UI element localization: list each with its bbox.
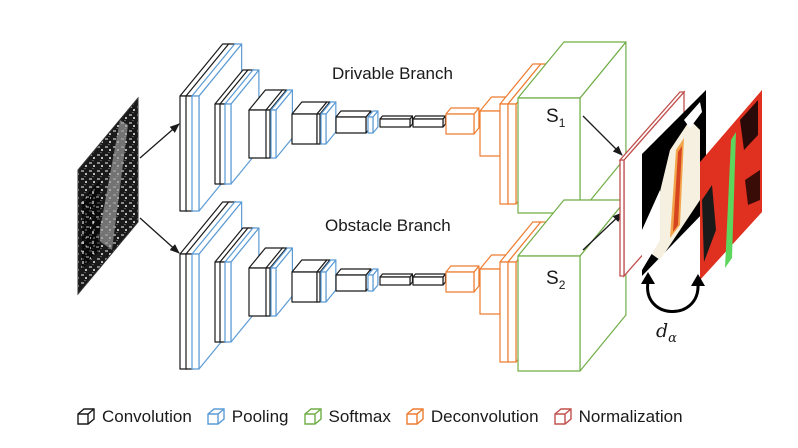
obstacle-branch-label: Obstacle Branch xyxy=(325,216,451,235)
softmax-cube-icon xyxy=(303,408,322,425)
conv-layer-block xyxy=(412,273,447,286)
architecture-svg xyxy=(77,41,762,372)
legend-label: Convolution xyxy=(102,407,192,426)
normalization-cube-icon xyxy=(553,408,572,425)
legend-label: Pooling xyxy=(231,407,289,426)
arrow-input-to-top xyxy=(139,123,180,159)
pool-layer-block xyxy=(270,89,293,159)
legend-label: Deconvolution xyxy=(430,407,539,426)
legend: Convolution Pooling Softmax Deconvolutio… xyxy=(76,404,683,430)
distance-arrowhead-right xyxy=(691,274,705,286)
legend-label: Normalization xyxy=(578,407,683,426)
distance-arc-arrow xyxy=(646,281,700,313)
pool-layer-block xyxy=(270,247,293,317)
drivable-branch-label: Drivable Branch xyxy=(332,64,453,83)
pool-layer-block xyxy=(224,227,260,343)
pool-layer-block xyxy=(367,268,379,292)
legend-item-convolution: Convolution xyxy=(76,407,192,427)
distance-label: dα xyxy=(656,320,677,346)
conv-layer-block xyxy=(379,115,414,128)
deconvolution-cube-icon xyxy=(406,408,424,425)
deconv-layer-block xyxy=(445,107,480,135)
softmax-s1-label: S1 xyxy=(546,106,566,130)
deconv-layer-block xyxy=(445,265,480,293)
conv-layer-block xyxy=(335,110,372,134)
legend-item-pooling: Pooling xyxy=(206,407,289,427)
drivable-branch-layers xyxy=(179,41,627,214)
distance-arrowhead-left xyxy=(641,272,655,284)
legend-label: Softmax xyxy=(328,407,391,426)
conv-layer-block xyxy=(412,115,447,128)
arrow-top-to-norm xyxy=(582,115,623,156)
pooling-cube-icon xyxy=(207,408,225,425)
arrow-input-to-bottom xyxy=(139,217,180,254)
drivable-output-map xyxy=(642,90,706,276)
legend-item-deconvolution: Deconvolution xyxy=(405,407,539,427)
arrow-bottom-to-norm xyxy=(582,212,623,251)
pool-layer-block xyxy=(367,110,379,134)
obstacle-branch-layers xyxy=(179,199,627,372)
legend-item-normalization: Normalization xyxy=(553,407,683,427)
input-image xyxy=(77,96,139,296)
convolution-cube-icon xyxy=(77,408,95,425)
legend-item-softmax: Softmax xyxy=(303,407,391,427)
obstacle-output-map xyxy=(700,90,762,280)
softmax-s2-label: S2 xyxy=(546,268,566,292)
pool-layer-block xyxy=(320,259,337,303)
conv-layer-block xyxy=(379,273,414,286)
conv-layer-block xyxy=(335,268,372,292)
